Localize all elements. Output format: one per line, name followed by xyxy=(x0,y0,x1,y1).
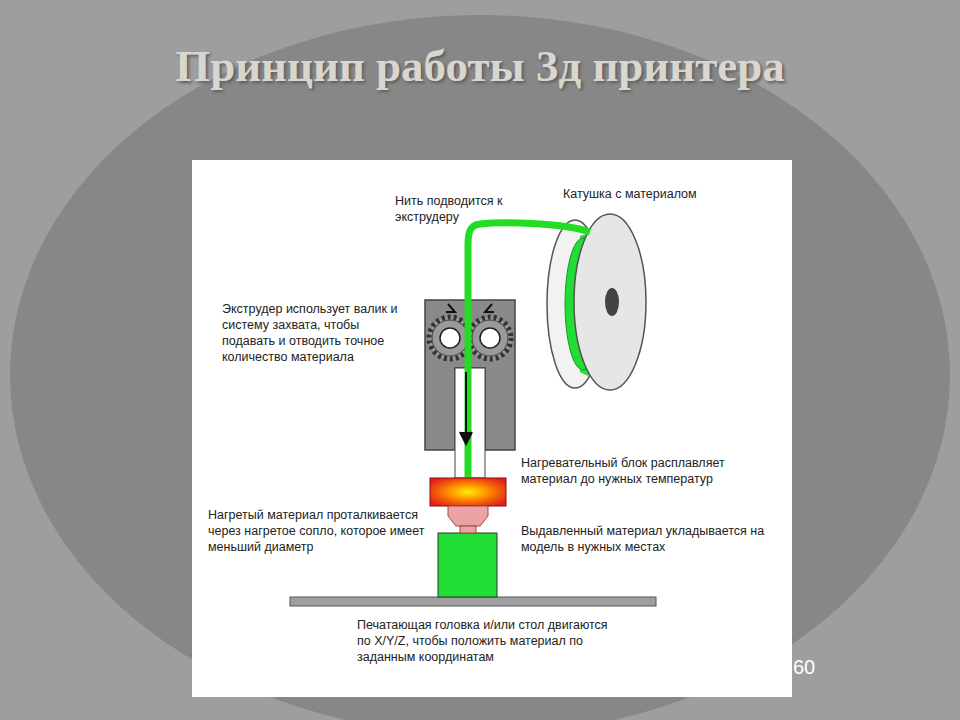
print-bed xyxy=(290,597,656,606)
annotation: Печатающая головка и/или стол двигаются … xyxy=(357,617,619,665)
page-number: 60 xyxy=(793,655,853,679)
filament-spool xyxy=(547,214,646,390)
annotation: Катушка с материалом xyxy=(563,186,738,202)
slide-title: Принцип работы 3д принтера xyxy=(0,40,960,92)
background-ellipse xyxy=(10,15,950,720)
heater-block xyxy=(430,478,506,506)
annotation: Экструдер использует валик и систему зах… xyxy=(222,301,412,365)
annotation: Нить подводится к экструдеру xyxy=(395,193,510,225)
filament xyxy=(468,223,590,478)
printed-model xyxy=(438,533,497,597)
annotation: Нагретый материал проталкивается через н… xyxy=(208,507,448,555)
annotation: Нагревательный блок расплавляет материал… xyxy=(521,455,776,487)
white-panel xyxy=(192,160,792,697)
annotation: Выдавленный материал укладывается на мод… xyxy=(521,523,786,555)
feed-arrows xyxy=(446,304,494,444)
nozzle xyxy=(448,506,488,526)
